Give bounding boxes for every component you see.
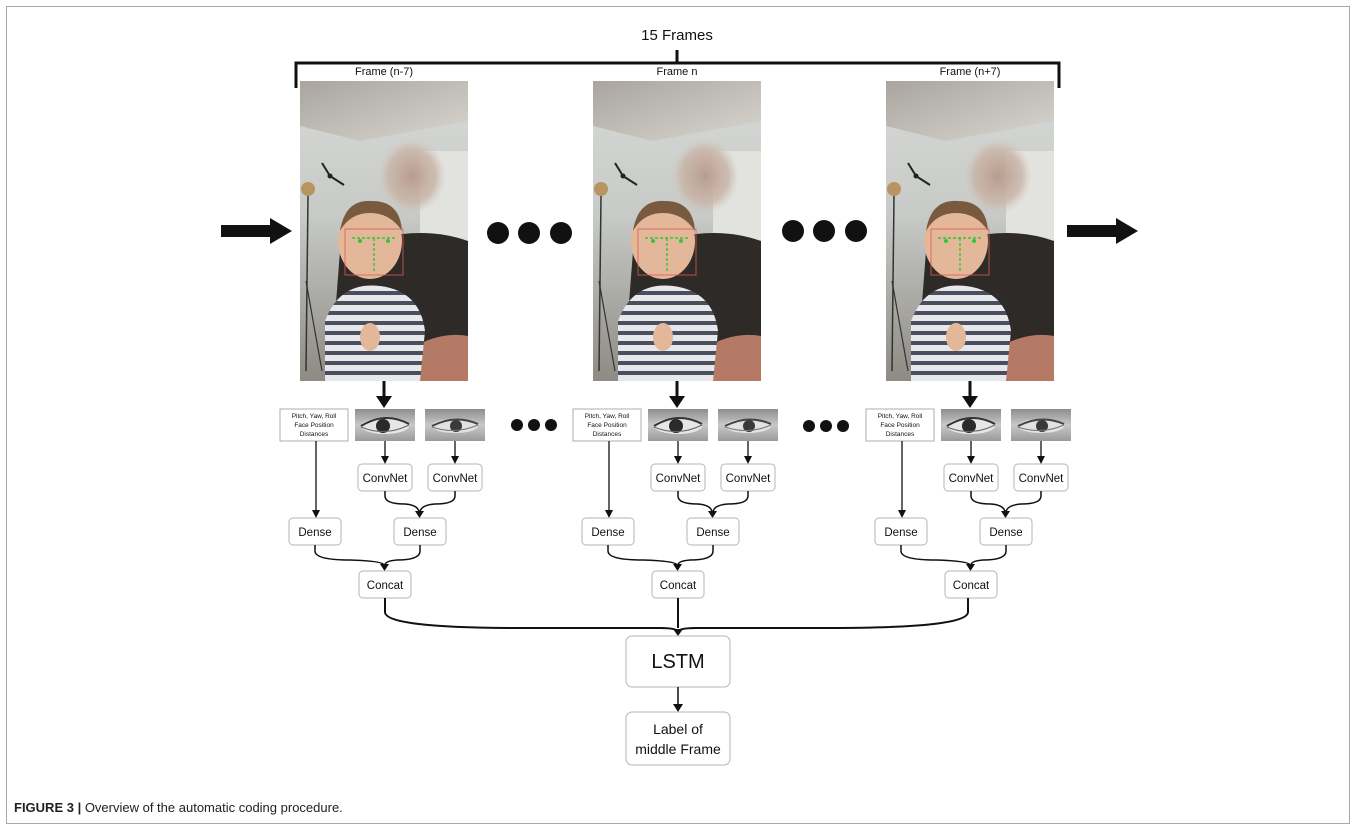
right-eye-image xyxy=(717,408,779,442)
frame-label: Frame (n+7) xyxy=(940,66,1001,78)
dense-label: Dense xyxy=(989,527,1022,539)
frames-count-label: 15 Frames xyxy=(641,27,713,44)
left-eye-image xyxy=(940,408,1002,442)
convnet-label: ConvNet xyxy=(949,473,995,485)
convnet-label: ConvNet xyxy=(656,473,702,485)
frame-photo xyxy=(592,80,762,382)
right-eye-image xyxy=(424,408,486,442)
left-eye-image xyxy=(647,408,709,442)
feature-ellipsis xyxy=(511,419,557,431)
dense-label: Dense xyxy=(403,527,436,539)
output-label-box xyxy=(625,711,731,766)
frame-column: Frame (n-7) Pitch, Yaw, Roll Face Positi… xyxy=(279,66,486,599)
dense-label: Dense xyxy=(591,527,624,539)
dense-label: Dense xyxy=(884,527,917,539)
dense-label: Dense xyxy=(298,527,331,539)
feature-label-distances: Distances xyxy=(593,431,622,438)
figure-frame xyxy=(6,6,1350,824)
feature-label-pose: Pitch, Yaw, Roll xyxy=(585,413,630,420)
convnet-label: ConvNet xyxy=(1019,473,1065,485)
feature-label-position: Face Position xyxy=(294,422,334,429)
frame-label: Frame (n-7) xyxy=(355,66,413,78)
feature-label-distances: Distances xyxy=(300,431,329,438)
face-features-box xyxy=(279,408,349,442)
figure-caption: FIGURE 3 | Overview of the automatic cod… xyxy=(14,800,343,815)
dense-label: Dense xyxy=(696,527,729,539)
feature-label-position: Face Position xyxy=(880,422,920,429)
concat-label: Concat xyxy=(367,580,404,592)
frame-label: Frame n xyxy=(657,66,698,78)
frame-photo xyxy=(885,80,1055,382)
input-arrow xyxy=(221,218,292,244)
frame-ellipsis xyxy=(487,222,572,244)
right-eye-image xyxy=(1010,408,1072,442)
feature-label-position: Face Position xyxy=(587,422,627,429)
frame-photo xyxy=(299,80,469,382)
feature-label-distances: Distances xyxy=(886,431,915,438)
feature-label-pose: Pitch, Yaw, Roll xyxy=(878,413,923,420)
lstm-merge-lines xyxy=(384,598,969,636)
frame-column: Frame (n+7) Pitch, Yaw, Roll Face Positi… xyxy=(865,66,1072,599)
lstm-label: LSTM xyxy=(651,651,704,673)
top-bracket xyxy=(294,50,1061,88)
feature-ellipsis xyxy=(803,420,849,432)
output-label-line-2: middle Frame xyxy=(635,741,721,757)
concat-box xyxy=(944,570,998,599)
output-arrow xyxy=(1067,218,1138,244)
convnet-label: ConvNet xyxy=(433,473,479,485)
concat-label: Concat xyxy=(953,580,990,592)
concat-label: Concat xyxy=(660,580,697,592)
feature-label-pose: Pitch, Yaw, Roll xyxy=(292,413,337,420)
face-features-box xyxy=(865,408,935,442)
figure-caption-text: Overview of the automatic coding procedu… xyxy=(81,800,343,815)
figure-caption-prefix: FIGURE 3 | xyxy=(14,800,82,815)
face-features-box xyxy=(572,408,642,442)
frame-column: Frame n Pitch, Yaw, Roll Face Position D… xyxy=(572,66,779,599)
left-eye-image xyxy=(354,408,416,442)
frame-ellipsis xyxy=(782,220,867,242)
output-label-line-1: Label of xyxy=(653,721,703,737)
convnet-label: ConvNet xyxy=(726,473,772,485)
convnet-label: ConvNet xyxy=(363,473,409,485)
